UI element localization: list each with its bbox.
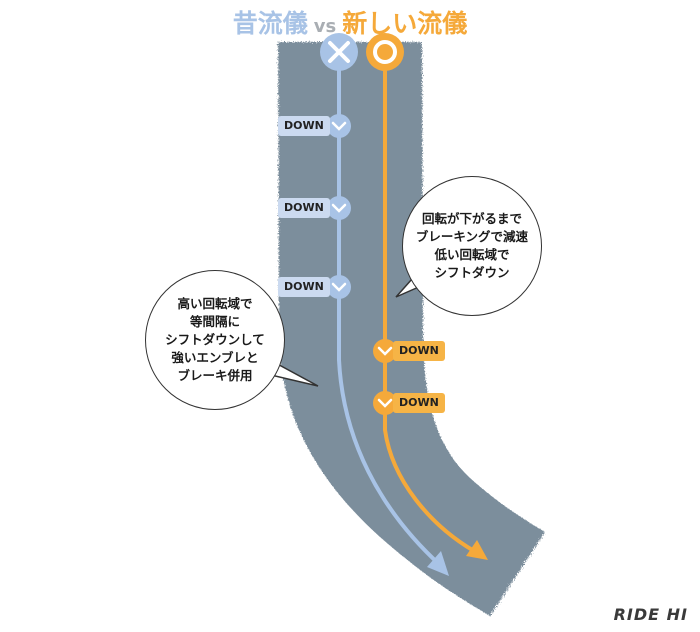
- new-down-label-1: DOWN: [393, 341, 445, 361]
- old-down-marker-2: [327, 196, 351, 220]
- old-down-marker-3: [327, 275, 351, 299]
- old-down-marker-1: [327, 114, 351, 138]
- old-down-label-1: DOWN: [278, 116, 330, 136]
- chevron-down-icon: [331, 121, 347, 131]
- old-method-bubble: 高い回転域で 等間隔に シフトダウンして 強いエンブレと ブレーキ併用: [145, 270, 285, 410]
- road: [278, 42, 545, 616]
- cross-icon: [328, 41, 350, 63]
- new-down-marker-1: [373, 339, 397, 363]
- new-down-marker-2: [373, 391, 397, 415]
- circle-icon: [373, 40, 397, 64]
- old-method-arrowhead: [427, 551, 449, 576]
- title-old-method: 昔流儀: [232, 9, 308, 38]
- new-method-line: [383, 52, 476, 553]
- chevron-down-icon: [377, 346, 393, 356]
- old-down-label-2: DOWN: [278, 198, 330, 218]
- title-vs: vs: [313, 16, 337, 37]
- new-method-arrowhead: [466, 540, 488, 560]
- new-down-label-2: DOWN: [393, 393, 445, 413]
- new-method-bubble: 回転が下がるまで ブレーキングで減速 低い回転域で シフトダウン: [402, 176, 542, 316]
- chevron-down-icon: [331, 282, 347, 292]
- new-method-circle-marker: [366, 33, 404, 71]
- old-method-line: [337, 52, 442, 567]
- title-new-method: 新しい流儀: [342, 9, 468, 38]
- chevron-down-icon: [331, 203, 347, 213]
- ride-hi-logo: RIDE HI: [613, 605, 688, 624]
- new-method-description: 回転が下がるまで ブレーキングで減速 低い回転域で シフトダウン: [415, 211, 529, 280]
- old-down-label-3: DOWN: [278, 277, 330, 297]
- old-method-description: 高い回転域で 等間隔に シフトダウンして 強いエンブレと ブレーキ併用: [165, 296, 265, 383]
- chevron-down-icon: [377, 398, 393, 408]
